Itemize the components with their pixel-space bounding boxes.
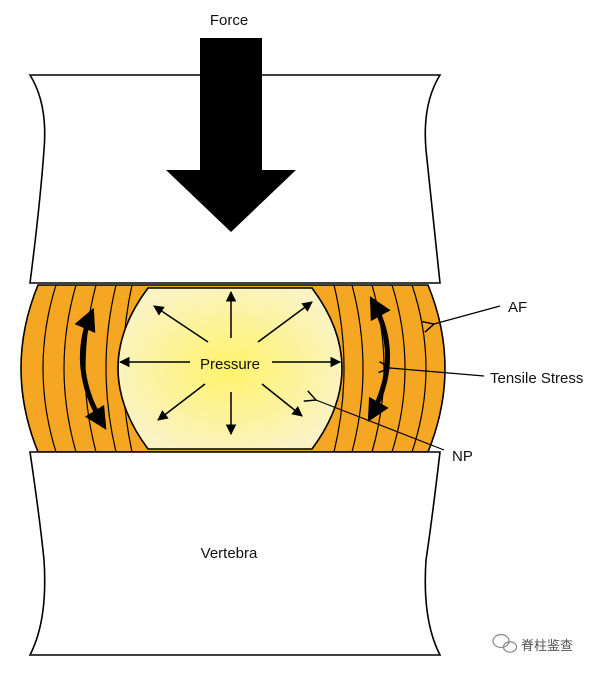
watermark-text: 脊柱鉴查 <box>521 639 573 654</box>
vertebra-label: Vertebra <box>201 545 258 562</box>
np-label: NP <box>452 448 473 465</box>
force-label: Force <box>210 12 248 29</box>
wechat-icon <box>492 633 518 653</box>
np-leader <box>316 400 445 451</box>
leader-lines <box>316 305 501 451</box>
af-leader <box>434 305 501 324</box>
tensile-stress-label: Tensile Stress <box>490 370 583 387</box>
watermark: 脊柱鉴查 <box>492 633 573 654</box>
nucleus-pulposus <box>117 287 343 450</box>
af-label: AF <box>508 299 527 316</box>
force-arrow <box>166 38 296 232</box>
pressure-arrows <box>118 290 342 436</box>
tensile-stress-leader <box>390 368 485 377</box>
pressure-label: Pressure <box>200 356 260 373</box>
tensile-stress-arrows <box>74 296 391 430</box>
lower-vertebra <box>28 451 442 656</box>
